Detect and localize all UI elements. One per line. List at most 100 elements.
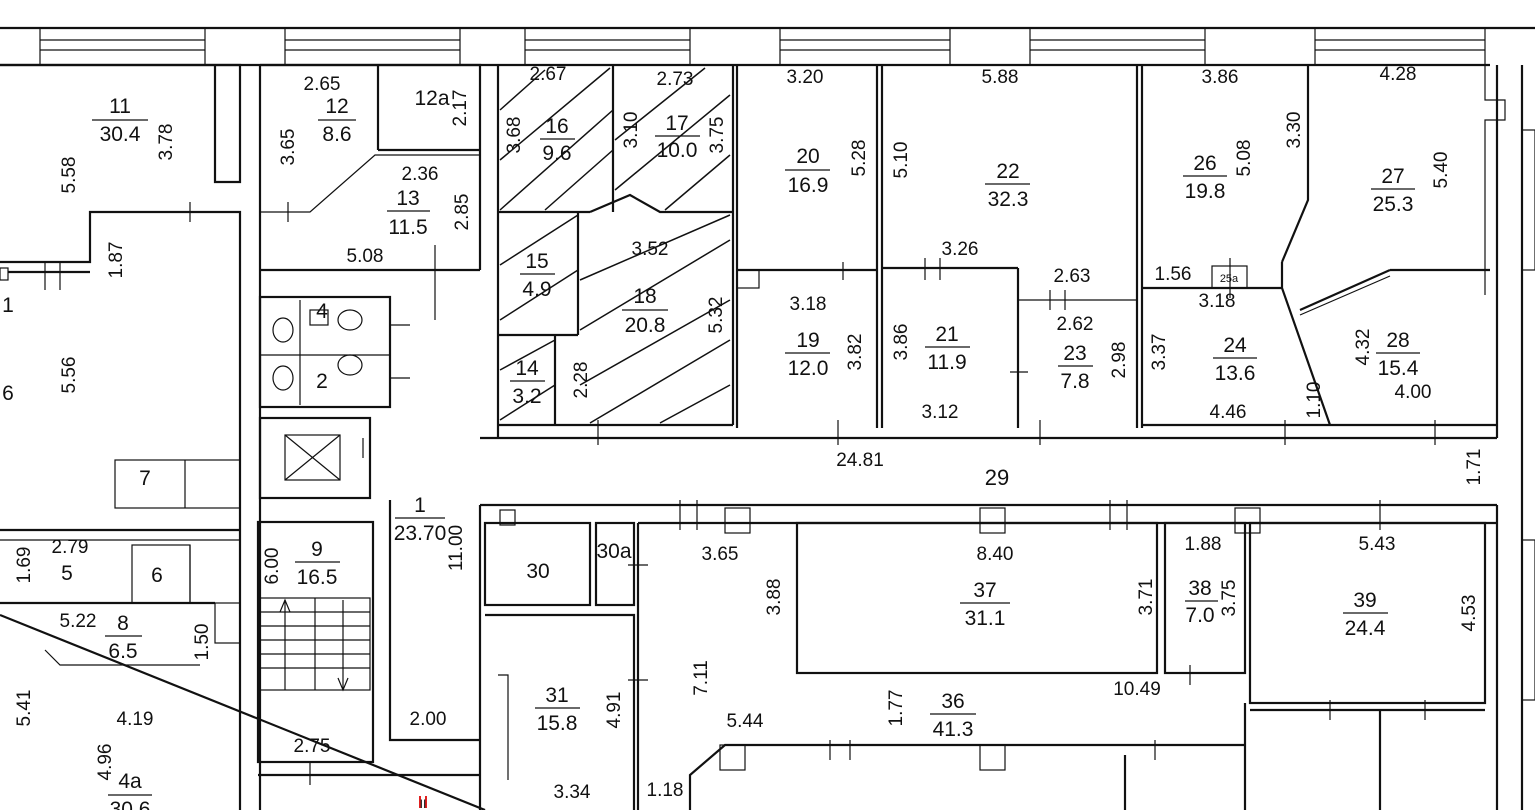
room-number: 36 [941, 690, 964, 713]
room-number: 23 [1063, 342, 1086, 365]
room-area: 31.1 [965, 607, 1006, 630]
room-31-label: 31 15.8 [535, 684, 580, 735]
dimension: 3.78 [156, 124, 177, 161]
room-number: 28 [1386, 329, 1409, 352]
dimension: 5.58 [59, 157, 80, 194]
dimension: 2.85 [452, 194, 473, 231]
room-area: 25.3 [1373, 193, 1414, 216]
dimension: 4.91 [604, 692, 625, 729]
dimension: 4.28 [1380, 64, 1417, 85]
dimension: 2.36 [402, 164, 439, 185]
room-label: 4 [316, 300, 328, 323]
room-area: 15.4 [1378, 357, 1419, 380]
dimension: 4.19 [117, 709, 154, 730]
room-area: 7.8 [1060, 370, 1089, 393]
dimension: 2.75 [294, 736, 331, 757]
room-number: 14 [515, 357, 539, 380]
dimension: 5.10 [891, 142, 912, 179]
room-8-label: 86.5 [105, 612, 142, 663]
dimension: 1.18 [647, 780, 684, 801]
room-number: 17 [665, 112, 688, 135]
room-39-label: 39 24.4 [1343, 589, 1388, 640]
room-14-label: 143.2 [510, 357, 545, 408]
dimension: 8.40 [977, 544, 1014, 565]
dimension: 5.43 [1359, 534, 1396, 555]
dimension: 5.56 [59, 357, 80, 394]
room-area: 7.0 [1185, 604, 1214, 627]
corridor-door-ticks [189, 202, 1436, 458]
dimension: 4.00 [1395, 382, 1432, 403]
dimension: 24.81 [836, 450, 884, 471]
dimension: 3.20 [787, 67, 824, 88]
dimension: 2.98 [1109, 342, 1130, 379]
room-number: 1 [414, 494, 426, 517]
rooms-19-20 [735, 65, 879, 428]
room-number: 31 [545, 684, 568, 707]
dimension: 3.30 [1284, 112, 1305, 149]
room-number: 13 [396, 187, 419, 210]
dimension: 5.32 [706, 297, 727, 334]
room-area: 13.6 [1215, 362, 1256, 385]
room-number: 16 [545, 115, 568, 138]
dimension: 3.18 [790, 294, 827, 315]
dimension: 3.71 [1136, 579, 1157, 616]
dimension: 1.50 [192, 624, 213, 661]
rooms-30-31 [0, 509, 636, 810]
dimension: 5.88 [982, 67, 1019, 88]
room-area: 11.9 [927, 351, 966, 374]
room-area: 15.8 [537, 712, 578, 735]
room-area: 30.6 [110, 798, 151, 810]
room-label: 6 [151, 564, 163, 587]
room-label: 30 [526, 560, 549, 583]
dimension: 3.88 [764, 579, 785, 616]
dimension: 5.28 [849, 140, 870, 177]
room-15-label: 154.9 [520, 250, 555, 301]
room-24-label: 24 13.6 [1213, 334, 1257, 385]
dimension: 2.17 [450, 90, 471, 127]
room-label: 5 [61, 562, 73, 585]
room-27-label: 27 25.3 [1371, 165, 1415, 216]
room-area: 24.4 [1345, 617, 1386, 640]
dimension: 3.52 [632, 239, 669, 260]
room-number: 8 [117, 612, 129, 635]
room-28-label: 28 15.4 [1376, 329, 1420, 380]
room-number: 39 [1353, 589, 1376, 612]
dimension: 3.65 [702, 544, 739, 565]
room-area: 32.3 [988, 188, 1029, 211]
room-number: 15 [525, 250, 548, 273]
room-number: 11 [109, 95, 131, 118]
windows-top [39, 27, 1486, 66]
room-number: 27 [1381, 165, 1404, 188]
room-area: 20.8 [625, 314, 666, 337]
dimension: 2.79 [52, 537, 89, 558]
dimension: 1.88 [1185, 534, 1222, 555]
room-area: 3.2 [512, 385, 541, 408]
room-number: 24 [1223, 334, 1247, 357]
room-area: 41.3 [933, 718, 974, 741]
room-number: 20 [796, 145, 819, 168]
room-number: 21 [935, 323, 958, 346]
exterior-top-wall [0, 26, 1535, 67]
room-area: 12.0 [788, 357, 829, 380]
dimension: 3.68 [504, 117, 525, 154]
stair-9 [256, 520, 480, 808]
rooms-36-39 [628, 500, 1497, 810]
dimension: 2.63 [1054, 266, 1091, 287]
room-36-label: 36 41.3 [930, 690, 976, 741]
dimension: 2.65 [304, 74, 341, 95]
dimension: 3.26 [942, 239, 979, 260]
dimension: 3.82 [845, 334, 866, 371]
room-label: 12a [414, 87, 449, 110]
dimension: 5.08 [1234, 140, 1255, 177]
dimension: 5.44 [727, 711, 764, 732]
dimension: 2.67 [530, 64, 567, 85]
room-number: 4a [118, 770, 142, 793]
room-16-label: 169.6 [540, 115, 575, 165]
room-4a-label: 4a 30.6 [108, 770, 152, 810]
rooms-21-23 [880, 65, 1139, 428]
dimension: 3.75 [1219, 580, 1240, 617]
